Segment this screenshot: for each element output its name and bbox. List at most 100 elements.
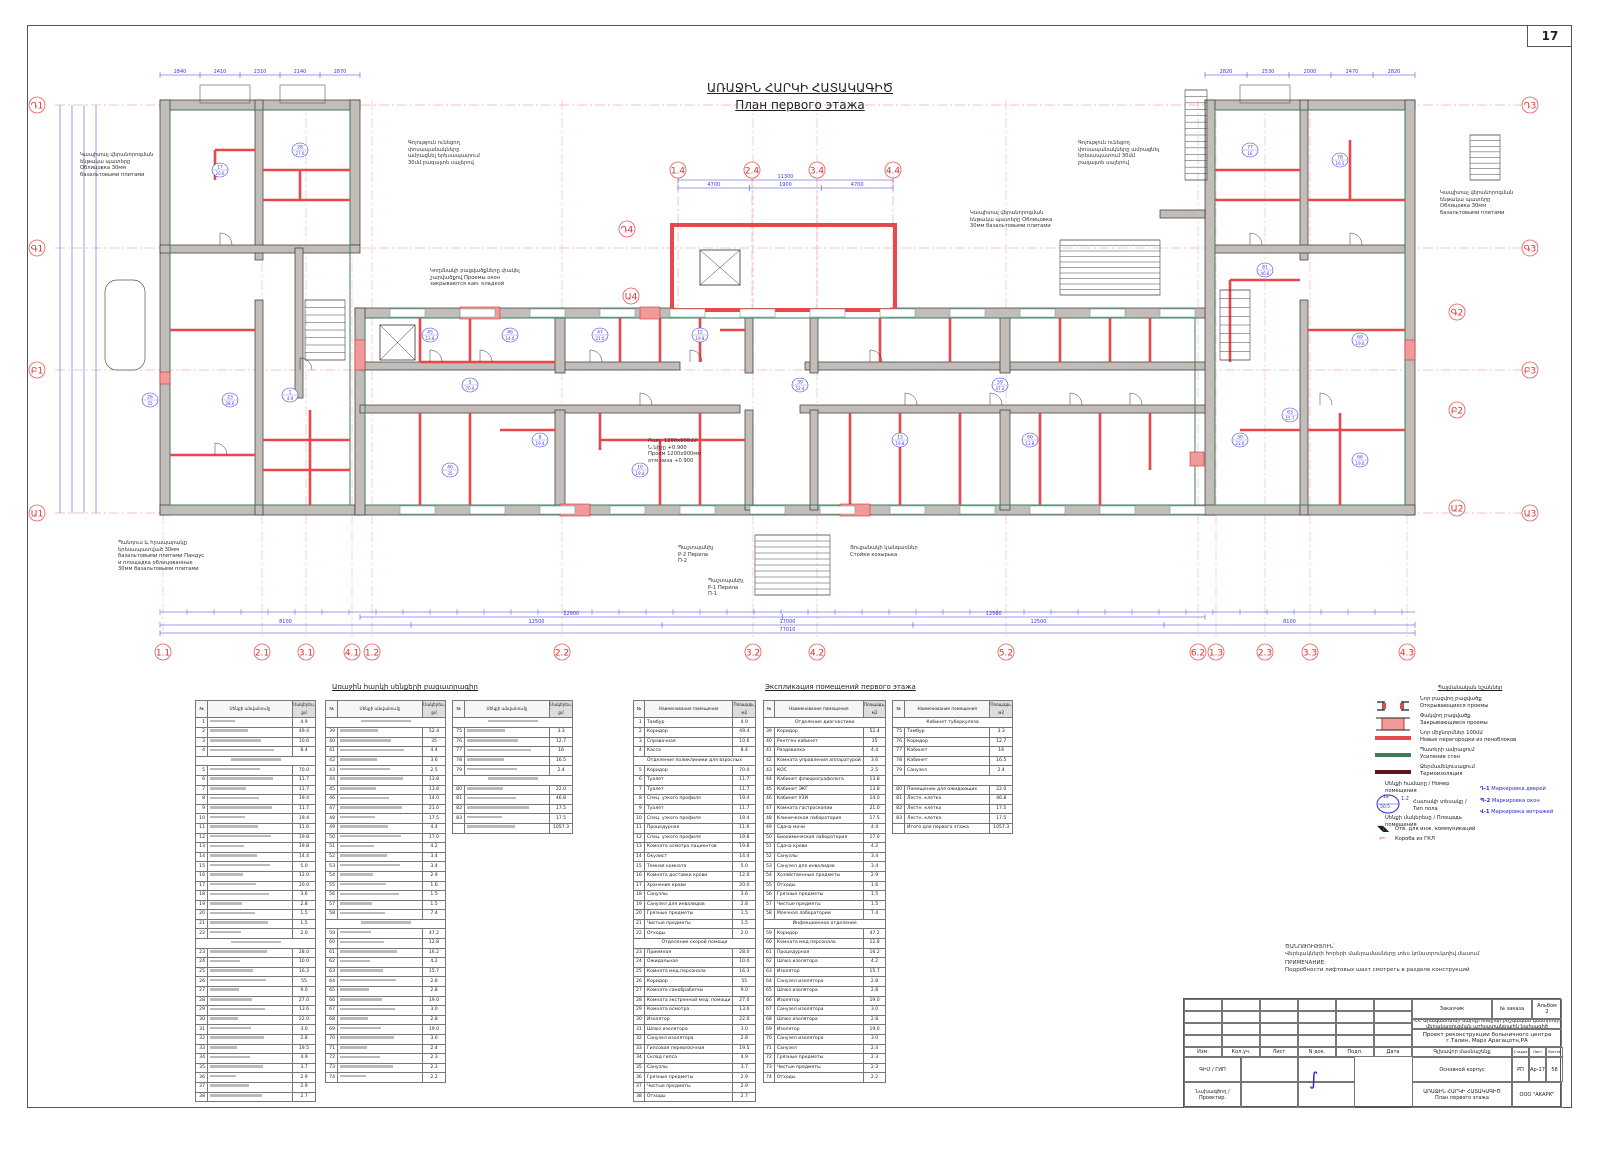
room-name: Коридор xyxy=(773,928,864,940)
revision-cell xyxy=(1374,1035,1412,1047)
room-area: 4.4 xyxy=(422,746,446,757)
grid-axis-bubble xyxy=(743,161,761,179)
room-area: 11.6 xyxy=(292,822,316,834)
door-swing xyxy=(989,392,1003,406)
table-row: Кабинет туберкулеза xyxy=(892,717,1013,728)
grid-axis-label: 2.4 xyxy=(745,167,760,177)
door-swing xyxy=(1249,232,1263,246)
closed-opening xyxy=(354,339,366,371)
window-opening xyxy=(1169,505,1206,515)
legend-item-shaft: ◥◣Отв. для инж. коммуникаций xyxy=(1377,824,1476,834)
room-name: Отходы xyxy=(773,1072,864,1083)
room-area: 16.2 xyxy=(862,947,887,959)
room-number: 54 xyxy=(763,870,775,882)
room-area: 2.4 xyxy=(862,1043,887,1055)
room-number: 63 xyxy=(763,966,775,978)
room-name xyxy=(337,861,423,872)
dimension-top-left-label: 2310 xyxy=(254,69,267,75)
room-name: Комната доставки крови xyxy=(643,870,734,882)
door-swing xyxy=(429,349,443,363)
room-area: 9.0 xyxy=(292,986,316,997)
door-swing xyxy=(589,349,603,363)
grid-axis-bubble xyxy=(28,361,46,379)
room-number: 16 xyxy=(633,870,645,882)
room-name: Комната гастроскопии xyxy=(773,803,864,815)
room-area: 1057.3 xyxy=(989,822,1013,834)
room-name: Кабинет флюорографолога xyxy=(773,774,864,786)
note-callout: Գոյություն ունեցող փոսապանակները ամրացնե… xyxy=(1078,140,1160,166)
grid-axis-bubble xyxy=(1521,239,1539,257)
room-name: Касса xyxy=(643,746,734,757)
revision-cell xyxy=(1222,999,1260,1011)
room-number: 25 xyxy=(195,966,208,978)
room-number: 32 xyxy=(633,1034,645,1045)
room-name: Санузлы xyxy=(643,890,734,901)
window-opening xyxy=(679,505,716,515)
window-opening xyxy=(1019,308,1056,318)
room-number: 12 xyxy=(633,832,645,844)
car-outline xyxy=(104,279,146,371)
room-name: Лестн. клетка xyxy=(903,794,991,805)
room-number: 1 xyxy=(633,717,645,728)
room-area: 47.2 xyxy=(862,928,887,940)
room-name xyxy=(207,765,293,776)
room-name: Склад гипса xyxy=(643,1053,734,1064)
note-callout: Կապիտալ վերանորոգման ենթակա պատերը Облиц… xyxy=(80,152,154,178)
room-name: Туалет xyxy=(643,774,734,786)
signature-name xyxy=(1241,1082,1298,1108)
room-area: 22.0 xyxy=(549,784,573,796)
room-number: 75 xyxy=(892,727,905,738)
remarks: ԾԱՆՈԹՈՒԹՅՈՒՆ՝ Վերելակների հորերի մանրամա… xyxy=(1285,944,1480,973)
room-area: 17.5 xyxy=(422,813,446,824)
room-area: 20.0 xyxy=(292,880,316,892)
revision-cell xyxy=(1336,1023,1374,1035)
grid-axis-bubble xyxy=(1521,504,1539,522)
room-area: 11.7 xyxy=(292,803,316,815)
masonry-wall xyxy=(294,247,304,399)
room-name xyxy=(207,928,293,940)
room-name xyxy=(464,794,550,805)
room-name xyxy=(337,1024,423,1035)
room-area: 8.4 xyxy=(292,746,316,757)
room-area: 22.0 xyxy=(292,1014,316,1026)
room-number: 2 xyxy=(195,727,208,738)
room-name xyxy=(337,928,423,940)
room-name xyxy=(207,736,293,748)
room-name xyxy=(207,870,293,882)
room-name xyxy=(207,1034,293,1045)
room-number: 23 xyxy=(227,395,233,401)
room-area: 1057.3 xyxy=(549,822,573,834)
room-number: 33 xyxy=(195,1043,208,1055)
room-number: 4 xyxy=(195,746,208,757)
room-area: 19.8 xyxy=(732,832,757,844)
revision-cell xyxy=(1336,1011,1374,1023)
grid-axis-bubble xyxy=(622,287,640,305)
grid-axis-bubble xyxy=(1207,643,1225,661)
room-name: Комната экстренной мед. помощи xyxy=(643,995,734,1007)
room-name: Шлюз изолятора xyxy=(773,957,864,968)
room-number: 15 xyxy=(633,861,645,872)
room-name: Грязные предметы xyxy=(773,1053,864,1064)
room-name xyxy=(464,803,550,815)
section-heading: Отделение скорой помощи xyxy=(632,938,757,949)
room-area: 3.6 xyxy=(422,755,446,767)
window-opening xyxy=(599,308,636,318)
column-header: № xyxy=(633,699,645,719)
room-number: 66 xyxy=(763,995,775,1007)
revision-column-header: Дата xyxy=(1374,1047,1412,1057)
room-name xyxy=(337,1034,423,1045)
